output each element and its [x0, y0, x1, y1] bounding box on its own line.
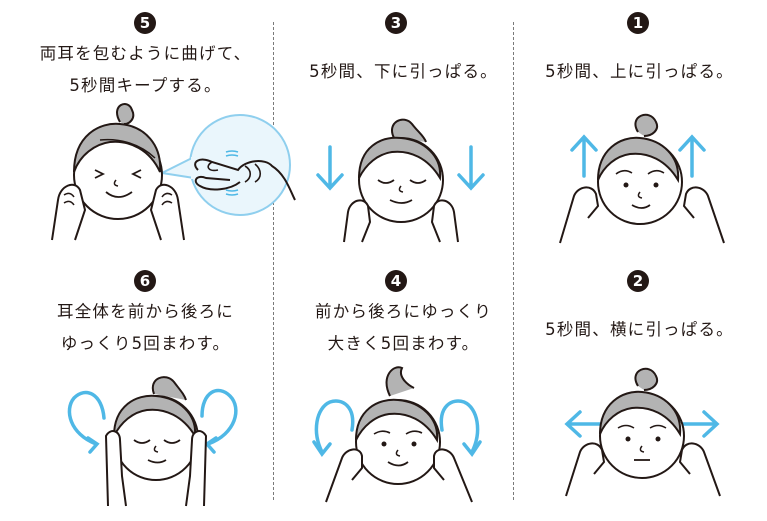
illustration-pull-down — [316, 118, 485, 243]
step-3-panel: 3 5秒間、下に引っぱる。 — [276, 0, 531, 250]
arrow-down-left-icon — [316, 145, 344, 191]
illustration-rotate-ears — [67, 376, 238, 507]
step-4-panel: 4 前から後ろにゆっくり 大きく5回まわす。 — [276, 258, 531, 508]
step-number-badge: 4 — [385, 270, 407, 292]
step-number-badge: 1 — [627, 12, 649, 34]
rotate-arrow-right-icon — [200, 388, 238, 454]
step-5-panel: 5 両耳を包むように曲げて、 5秒間キープする。 — [18, 0, 296, 250]
rotate-arrow-right-icon — [439, 399, 482, 457]
column-divider-left — [273, 22, 274, 500]
step-number-badge: 3 — [385, 12, 407, 34]
illustration-pull-up — [559, 113, 725, 244]
arrow-up-left-icon — [570, 134, 598, 178]
rotate-arrow-left-icon — [67, 390, 106, 454]
arrow-down-right-icon — [457, 145, 485, 191]
step-caption: 両耳を包むように曲げて、 5秒間キープする。 — [39, 44, 252, 95]
step-number-badge: 2 — [627, 270, 649, 292]
step-caption: 5秒間、横に引っぱる。 — [545, 320, 734, 339]
step-number-badge: 5 — [134, 12, 156, 34]
arrow-up-right-icon — [678, 134, 706, 178]
arrow-left-icon — [564, 410, 604, 438]
step-1-panel: 1 5秒間、上に引っぱる。 — [512, 0, 767, 250]
illustration-rotate-large — [312, 366, 482, 503]
step-2-panel: 2 5秒間、横に引っぱる。 — [512, 258, 767, 508]
step-caption: 前から後ろにゆっくり 大きく5回まわす。 — [315, 302, 492, 353]
step-caption: 5秒間、下に引っぱる。 — [309, 62, 498, 81]
step-6-panel: 6 耳全体を前から後ろに ゆっくり5回まわす。 — [18, 258, 273, 508]
rotate-arrow-left-icon — [312, 399, 355, 457]
column-divider-right — [513, 22, 514, 500]
step-caption: 耳全体を前から後ろに ゆっくり5回まわす。 — [57, 302, 234, 353]
step-caption: 5秒間、上に引っぱる。 — [545, 62, 734, 81]
illustration-fold-ears — [51, 103, 296, 241]
step-number-badge: 6 — [134, 270, 156, 292]
arrow-right-icon — [680, 410, 720, 438]
illustration-pull-sideways — [564, 367, 721, 497]
character-face — [51, 103, 185, 241]
